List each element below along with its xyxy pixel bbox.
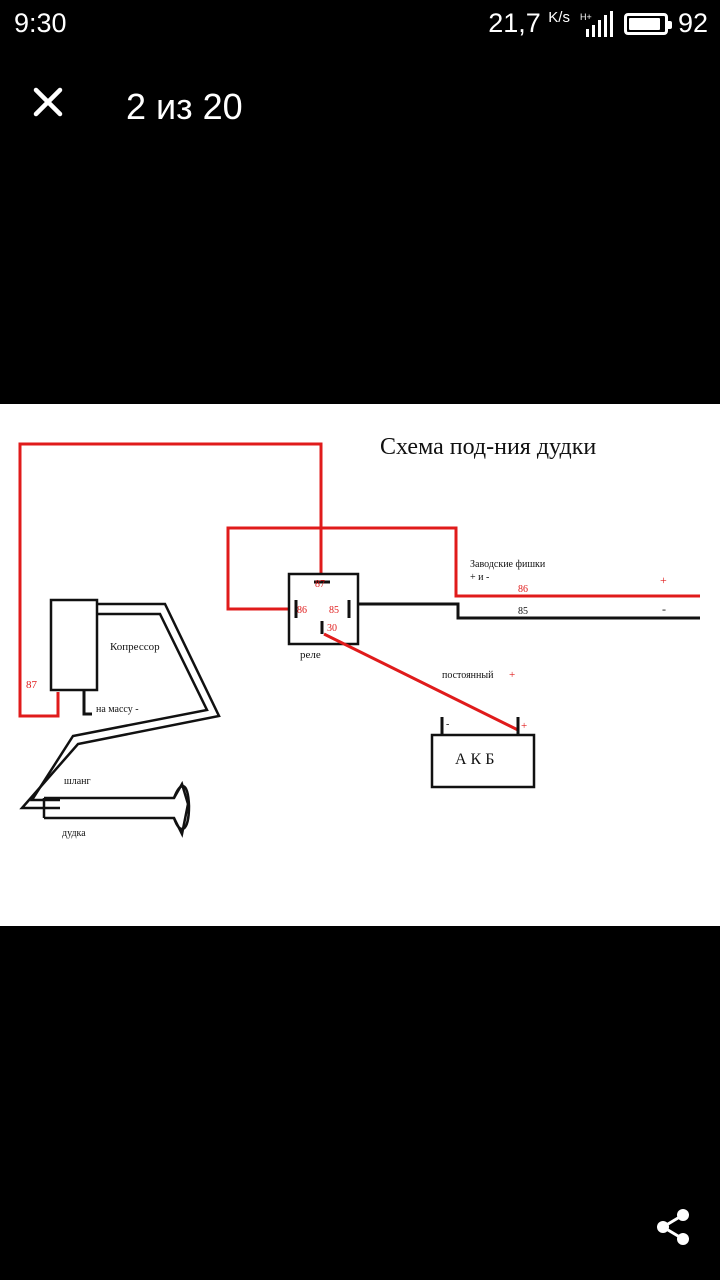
network-speed-value: 21,7	[488, 8, 541, 38]
diagram-title: Схема под-ния дудки	[380, 434, 596, 460]
share-icon	[657, 1209, 689, 1245]
signal-icon: H+	[580, 10, 614, 37]
network-speed: 21,7 K/s	[488, 8, 570, 39]
wire-86	[226, 526, 700, 611]
ground-label: на массу -	[96, 704, 139, 715]
network-speed-unit: K/s	[548, 9, 570, 26]
relay-pin-87: 87	[315, 579, 325, 590]
horn-shape	[44, 780, 190, 838]
horn-label: дудка	[62, 828, 86, 839]
constant-label: постоянный	[442, 670, 494, 681]
battery-label: А К Б	[455, 751, 494, 768]
relay-pin-86: 86	[297, 605, 307, 616]
close-button[interactable]	[20, 74, 76, 130]
hose-label: шланг	[64, 776, 91, 787]
wiring-diagram: Схема под-ния дудки 87 87 86 85 30 реле …	[18, 434, 700, 839]
battery-box	[430, 733, 536, 789]
relay-label: реле	[300, 649, 321, 661]
battery-icon	[623, 12, 672, 35]
factory-plus: +	[660, 573, 667, 587]
factory-polarity-label: + и -	[470, 572, 489, 583]
battery-plus: +	[521, 720, 527, 732]
compressor-box	[49, 598, 99, 692]
status-indicators: 21,7 K/s H+ 92	[488, 8, 708, 39]
wire-30	[323, 632, 519, 732]
image-viewer[interactable]: Схема под-ния дудки 87 87 86 85 30 реле …	[0, 404, 720, 926]
hose-inner	[29, 612, 209, 802]
close-icon	[33, 87, 63, 117]
compressor-label: Копрессор	[110, 641, 160, 653]
factory-label: Заводские фишки	[470, 559, 546, 570]
battery-minus: -	[446, 719, 449, 730]
battery-level: 92	[677, 8, 708, 38]
wire-87	[18, 442, 323, 718]
factory-86-label: 86	[518, 584, 528, 595]
image-counter: 2 из 20	[126, 86, 243, 127]
relay-pin-30: 30	[327, 623, 337, 634]
battery-fill	[628, 17, 661, 30]
wire-85	[350, 602, 700, 620]
hose-outer	[19, 602, 221, 810]
factory-minus: -	[662, 602, 666, 616]
network-type: H+	[580, 12, 592, 22]
factory-85-label: 85	[518, 606, 528, 617]
status-time: 9:30	[14, 8, 67, 38]
wire-87-label: 87	[26, 679, 38, 691]
share-button[interactable]	[646, 1200, 700, 1254]
constant-plus: +	[509, 669, 515, 681]
viewer-toolbar: 2 из 20	[0, 62, 720, 152]
relay-pin-85: 85	[329, 605, 339, 616]
status-bar: 9:30 21,7 K/s H+ 92	[0, 0, 720, 50]
